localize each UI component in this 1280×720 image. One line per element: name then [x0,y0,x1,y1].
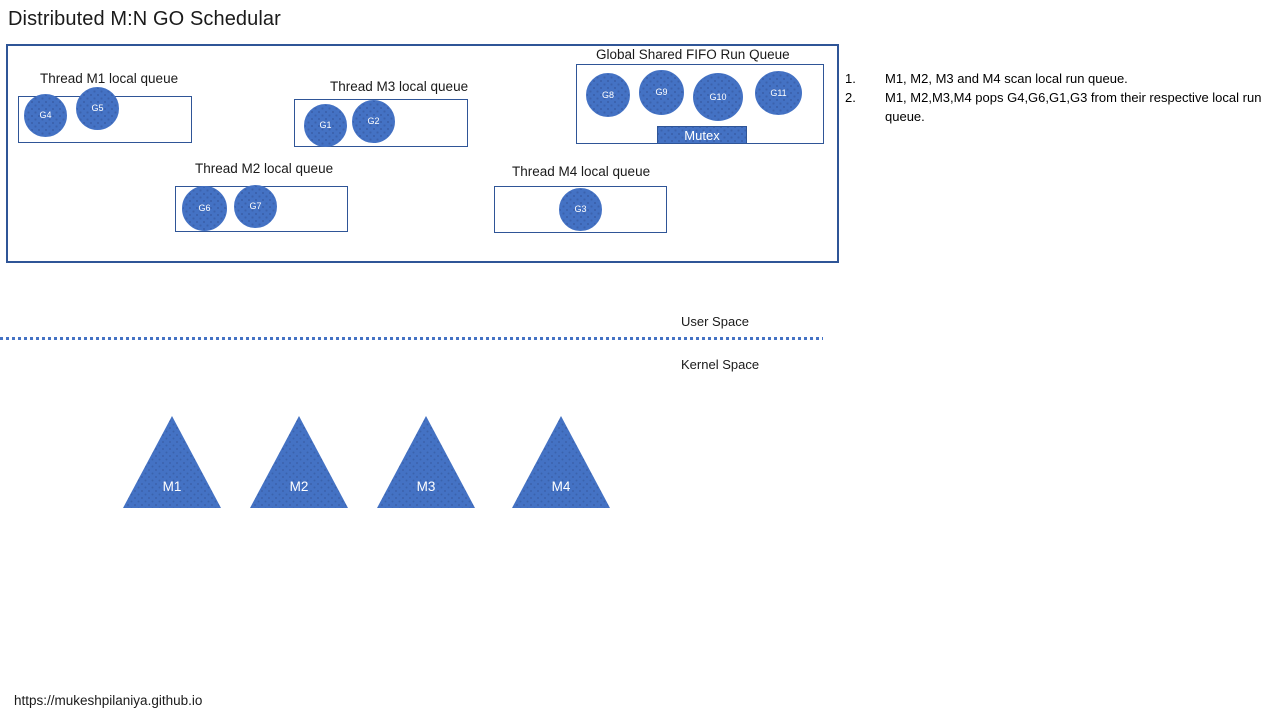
goroutine-g2[interactable]: G2 [352,100,395,143]
page-title: Distributed M:N GO Schedular [8,8,281,30]
note-number: 1. [845,71,856,86]
local-queue-box-m2: G6 G7 [175,185,348,232]
goroutine-g5[interactable]: G5 [76,87,119,130]
goroutine-g10[interactable]: G10 [693,73,743,121]
goroutine-g3[interactable]: G3 [559,188,602,231]
queue-label-m4: Thread M4 local queue [512,164,651,179]
goroutine-g8[interactable]: G8 [586,73,630,117]
mutex-bar[interactable]: Mutex [657,126,747,144]
local-queue-box-m1: G4 G5 [18,87,192,143]
goroutine-g4[interactable]: G4 [24,94,67,137]
goroutine-g11[interactable]: G11 [755,71,802,115]
triangle-icon [512,416,610,508]
note-item-2: 2. M1, M2,M3,M4 pops G4,G6,G1,G3 from th… [845,89,1265,127]
queue-label-m2: Thread M2 local queue [195,161,334,176]
note-text: M1, M2, M3 and M4 scan local run queue. [885,71,1128,86]
global-queue-label: Global Shared FIFO Run Queue [596,47,790,62]
kernel-space-label: Kernel Space [681,357,760,372]
goroutine-g6[interactable]: G6 [182,186,227,231]
note-text: M1, M2,M3,M4 pops G4,G6,G1,G3 from their… [885,89,1262,124]
footer-url[interactable]: https://mukeshpilaniya.github.io [14,693,203,708]
triangle-icon [377,416,475,508]
triangle-icon [123,416,221,508]
notes-list: 1. M1, M2, M3 and M4 scan local run queu… [845,70,1265,127]
local-queue-box-m3: G1 G2 [294,99,468,147]
note-item-1: 1. M1, M2, M3 and M4 scan local run queu… [845,70,1265,89]
machine-triangle-m1[interactable]: M1 [123,416,221,508]
goroutine-g9[interactable]: G9 [639,70,684,115]
note-number: 2. [845,89,856,105]
user-kernel-divider [0,337,823,340]
triangle-icon [250,416,348,508]
machine-triangle-m4[interactable]: M4 [512,416,610,508]
goroutine-g1[interactable]: G1 [304,104,347,147]
machine-triangle-m2[interactable]: M2 [250,416,348,508]
queue-label-m1: Thread M1 local queue [40,71,179,86]
local-queue-box-m4: G3 [494,186,667,233]
goroutine-g7[interactable]: G7 [234,185,277,228]
machine-triangle-m3[interactable]: M3 [377,416,475,508]
queue-label-m3: Thread M3 local queue [330,79,469,94]
user-space-label: User Space [681,314,749,329]
